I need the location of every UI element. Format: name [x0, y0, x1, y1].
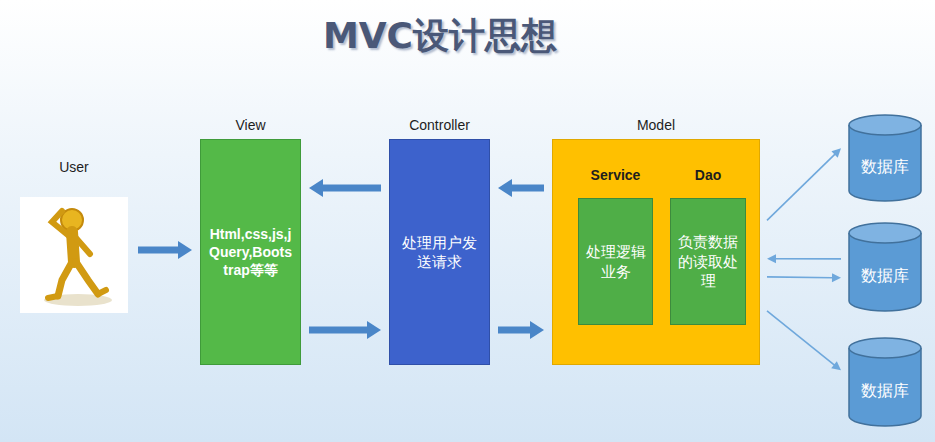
- view-box-shape: Html,css,js,jQuery,Bootstrap等等: [200, 139, 301, 365]
- cylinder-shape: 数据库: [848, 337, 922, 427]
- controller-box-shape: 处理用户发送请求: [389, 139, 490, 365]
- user-node: User: [18, 158, 130, 313]
- database-cylinder: 数据库: [848, 222, 922, 312]
- block-arrow: [309, 321, 381, 339]
- box-text: 处理逻辑业务: [579, 236, 652, 287]
- cylinder-shape: 数据库: [848, 222, 922, 312]
- arrowhead: [178, 241, 192, 259]
- dao-box-shape: 负责数据的读取处理: [670, 198, 746, 325]
- data-arrow: [767, 254, 841, 263]
- model-box: ModelService处理逻辑业务Dao负责数据的读取处理: [552, 116, 760, 365]
- figure-ground: [20, 197, 128, 313]
- data-arrow: [767, 311, 841, 371]
- arrow-shaft: [767, 311, 835, 366]
- arrow-shaft: [511, 185, 544, 192]
- block-arrow: [498, 179, 544, 197]
- box-heading: Service: [558, 166, 673, 184]
- box-heading: Model: [532, 116, 780, 134]
- box-heading: View: [180, 116, 321, 134]
- arrowhead: [767, 254, 776, 263]
- box-text: Html,css,js,jQuery,Bootstrap等等: [201, 219, 300, 286]
- arrow-shaft: [775, 258, 841, 260]
- database-cylinder: 数据库: [848, 337, 922, 427]
- arrowhead: [831, 148, 841, 158]
- database-label: 数据库: [855, 151, 915, 184]
- box-text: 负责数据的读取处理: [671, 226, 745, 297]
- box-text: 处理用户发送请求: [390, 227, 489, 278]
- arrowhead: [832, 273, 841, 282]
- block-arrow: [498, 321, 544, 339]
- diagram-title: MVC设计思想: [240, 12, 640, 61]
- cylinder-shape: 数据库: [848, 114, 922, 202]
- arrowhead: [367, 321, 381, 339]
- arrowhead: [530, 321, 544, 339]
- block-arrow: [309, 179, 381, 197]
- arrow-shaft: [767, 276, 833, 278]
- gold-figure: [44, 209, 112, 306]
- arrow-shaft: [767, 154, 835, 220]
- service-box: Service处理逻辑业务: [578, 166, 653, 325]
- arrow-shaft: [322, 185, 381, 192]
- database-cylinder: 数据库: [848, 114, 922, 202]
- database-label: 数据库: [855, 260, 915, 293]
- arrow-shaft: [498, 326, 531, 333]
- model-box-shape: Service处理逻辑业务Dao负责数据的读取处理: [552, 139, 760, 365]
- arrowhead: [498, 179, 512, 197]
- arrowhead: [831, 361, 841, 370]
- box-heading: Dao: [650, 166, 766, 184]
- database-label: 数据库: [855, 375, 915, 408]
- service-box-shape: 处理逻辑业务: [578, 198, 653, 325]
- arrow-shaft: [138, 247, 179, 254]
- controller-box: Controller处理用户发送请求: [389, 116, 490, 365]
- block-arrow: [138, 241, 192, 259]
- dao-box: Dao负责数据的读取处理: [670, 166, 746, 325]
- arrowhead: [309, 179, 323, 197]
- data-arrow: [767, 148, 841, 220]
- data-arrow: [767, 273, 841, 282]
- view-box: ViewHtml,css,js,jQuery,Bootstrap等等: [200, 116, 301, 365]
- user-node-shape: [18, 197, 130, 313]
- arrow-shaft: [309, 326, 368, 333]
- box-heading: Controller: [369, 116, 510, 134]
- box-heading: User: [0, 158, 150, 176]
